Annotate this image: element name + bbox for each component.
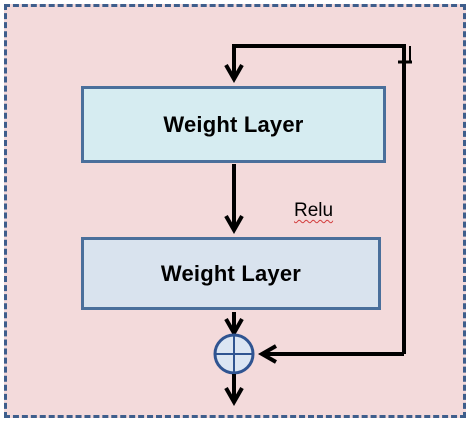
relu-label: Relu <box>294 200 334 221</box>
weight-layer-1-label: Weight Layer <box>163 111 304 137</box>
sum-circle-icon <box>213 333 255 375</box>
weight-layer-2-label: Weight Layer <box>160 260 302 286</box>
skip-connection-line <box>224 44 406 354</box>
weight-layer-2: Weight Layer <box>81 237 381 310</box>
weight-layer-1: Weight Layer <box>81 86 386 163</box>
